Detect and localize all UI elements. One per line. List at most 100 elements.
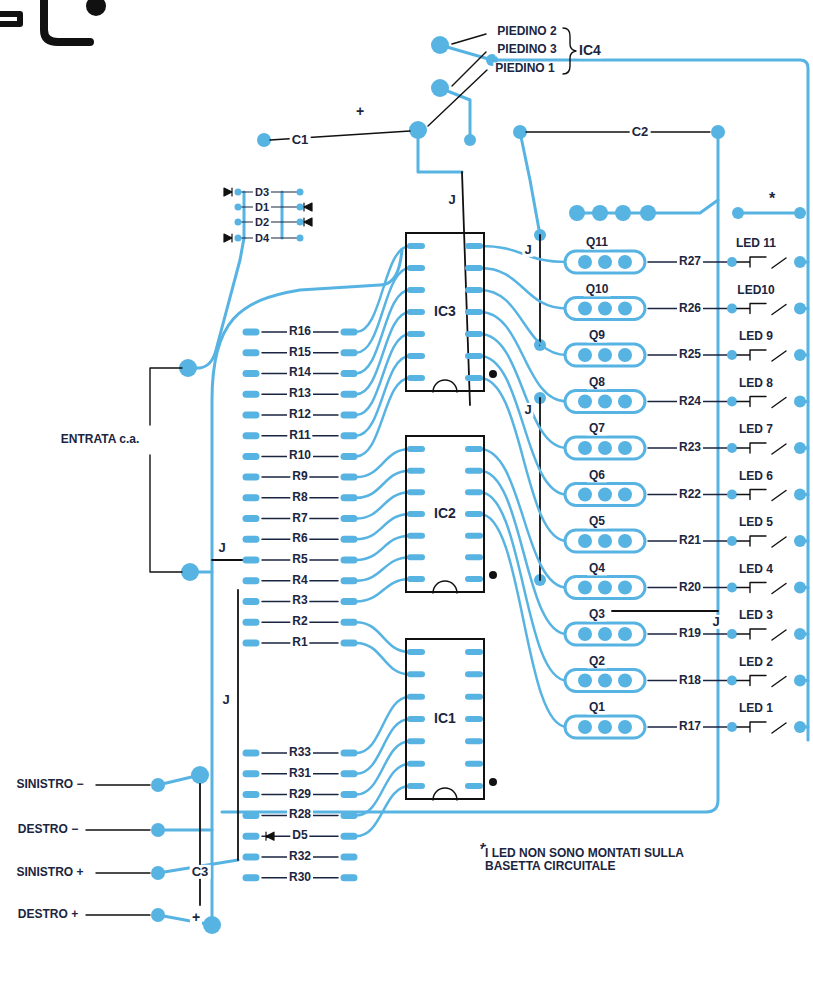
part-name: R18 [677, 674, 703, 687]
copper-trace [800, 307, 808, 310]
pin-label: PIEDINO 2 [495, 25, 558, 38]
copper-trace [800, 633, 808, 636]
solder-pad [344, 598, 354, 605]
part-name: R19 [677, 627, 703, 640]
jumper-label: J [220, 693, 231, 707]
ic-name: IC3 [432, 304, 458, 319]
transistor-outline [565, 251, 645, 273]
solder-pad [578, 395, 592, 409]
copper-trace [800, 400, 808, 403]
solder-pad [578, 581, 592, 595]
input-label: DESTRO + [16, 908, 80, 921]
solder-pad [618, 441, 632, 455]
solder-pad [615, 205, 631, 221]
solder-pad [598, 488, 612, 502]
solder-pad [344, 494, 354, 501]
solder-pad [246, 619, 256, 626]
part-name: R21 [677, 534, 703, 547]
copper-trace [800, 586, 808, 589]
note-text: I LED NON SONO MONTATI SULLA BASETTA CIR… [483, 847, 723, 873]
copper-trace [356, 579, 410, 601]
part-name: R2 [290, 616, 309, 629]
solder-pad [727, 304, 737, 314]
led-symbol [737, 490, 786, 501]
leader-line [428, 34, 487, 126]
ic-pin-pad [410, 554, 422, 560]
solder-pad [727, 536, 737, 546]
solder-pad [246, 370, 256, 377]
ic-pin-pad [468, 243, 480, 249]
part-name: Q4 [587, 562, 607, 575]
ic-package: IC1 [405, 638, 485, 800]
solder-pad [727, 397, 737, 407]
part-name: R33 [287, 746, 313, 759]
solder-pad [344, 453, 354, 460]
copper-trace [440, 88, 470, 140]
solder-pad [732, 207, 744, 219]
ic-pin-pad [468, 446, 480, 452]
solder-pad [246, 474, 256, 481]
part-name: R1 [290, 636, 309, 649]
ic-pin-pad [410, 738, 422, 744]
part-name: Q5 [587, 515, 607, 528]
solder-pad [344, 639, 354, 646]
part-name: Q8 [587, 376, 607, 389]
polarity-mark: + [190, 910, 202, 925]
part-name: R3 [290, 595, 309, 608]
part-name: R4 [290, 574, 309, 587]
solder-pad [235, 189, 242, 196]
solder-pad [246, 453, 256, 460]
solder-pad [409, 121, 427, 139]
ic-package: IC2 [405, 435, 485, 593]
solder-pad [618, 488, 632, 502]
solder-pad [344, 854, 354, 861]
solder-pad [344, 329, 354, 336]
input-label: SINISTRO − [14, 778, 85, 791]
solder-pad [246, 639, 256, 646]
jumper-wire [237, 590, 239, 860]
solder-pad [246, 770, 256, 777]
solder-pad [246, 349, 256, 356]
led-symbol [737, 304, 786, 315]
brace [563, 28, 576, 74]
copper-trace [356, 557, 410, 580]
copper-trace [800, 679, 808, 682]
solder-pad [464, 134, 476, 146]
solder-pad [246, 557, 256, 564]
input-label: DESTRO − [16, 823, 80, 836]
transistor-outline [565, 437, 645, 459]
ic-package: IC3 [405, 232, 485, 392]
solder-pad [246, 432, 256, 439]
solder-pad [618, 674, 632, 688]
solder-pad [344, 536, 354, 543]
solder-pad [344, 391, 354, 398]
fragment [44, 0, 90, 42]
part-name: R12 [287, 408, 313, 421]
solder-pad [246, 598, 256, 605]
solder-pad [578, 488, 592, 502]
capacitor-body [526, 131, 710, 132]
part-name: R10 [287, 450, 313, 463]
solder-pad [431, 36, 449, 54]
part-name: D4 [253, 232, 271, 244]
ic-pin-pad [410, 761, 422, 767]
solder-pad [727, 676, 737, 686]
part-name: LED 9 [737, 330, 775, 343]
ic-pin-pad [468, 671, 480, 677]
copper-trace [356, 356, 410, 436]
solder-pad [578, 674, 592, 688]
copper-trace [800, 493, 808, 496]
part-name: C2 [630, 125, 651, 139]
copper-trace [440, 45, 808, 740]
led-symbol [737, 629, 786, 640]
ic-pin-pad [468, 694, 480, 700]
part-name: R24 [677, 395, 703, 408]
part-name: D2 [253, 216, 271, 228]
solder-pad [246, 494, 256, 501]
ic-pin-pad [468, 533, 480, 539]
copper-trace [356, 378, 410, 456]
part-name: Q7 [587, 422, 607, 435]
jumper-label: J [522, 243, 533, 257]
solder-pad [246, 812, 256, 819]
solder-pad [794, 207, 806, 219]
